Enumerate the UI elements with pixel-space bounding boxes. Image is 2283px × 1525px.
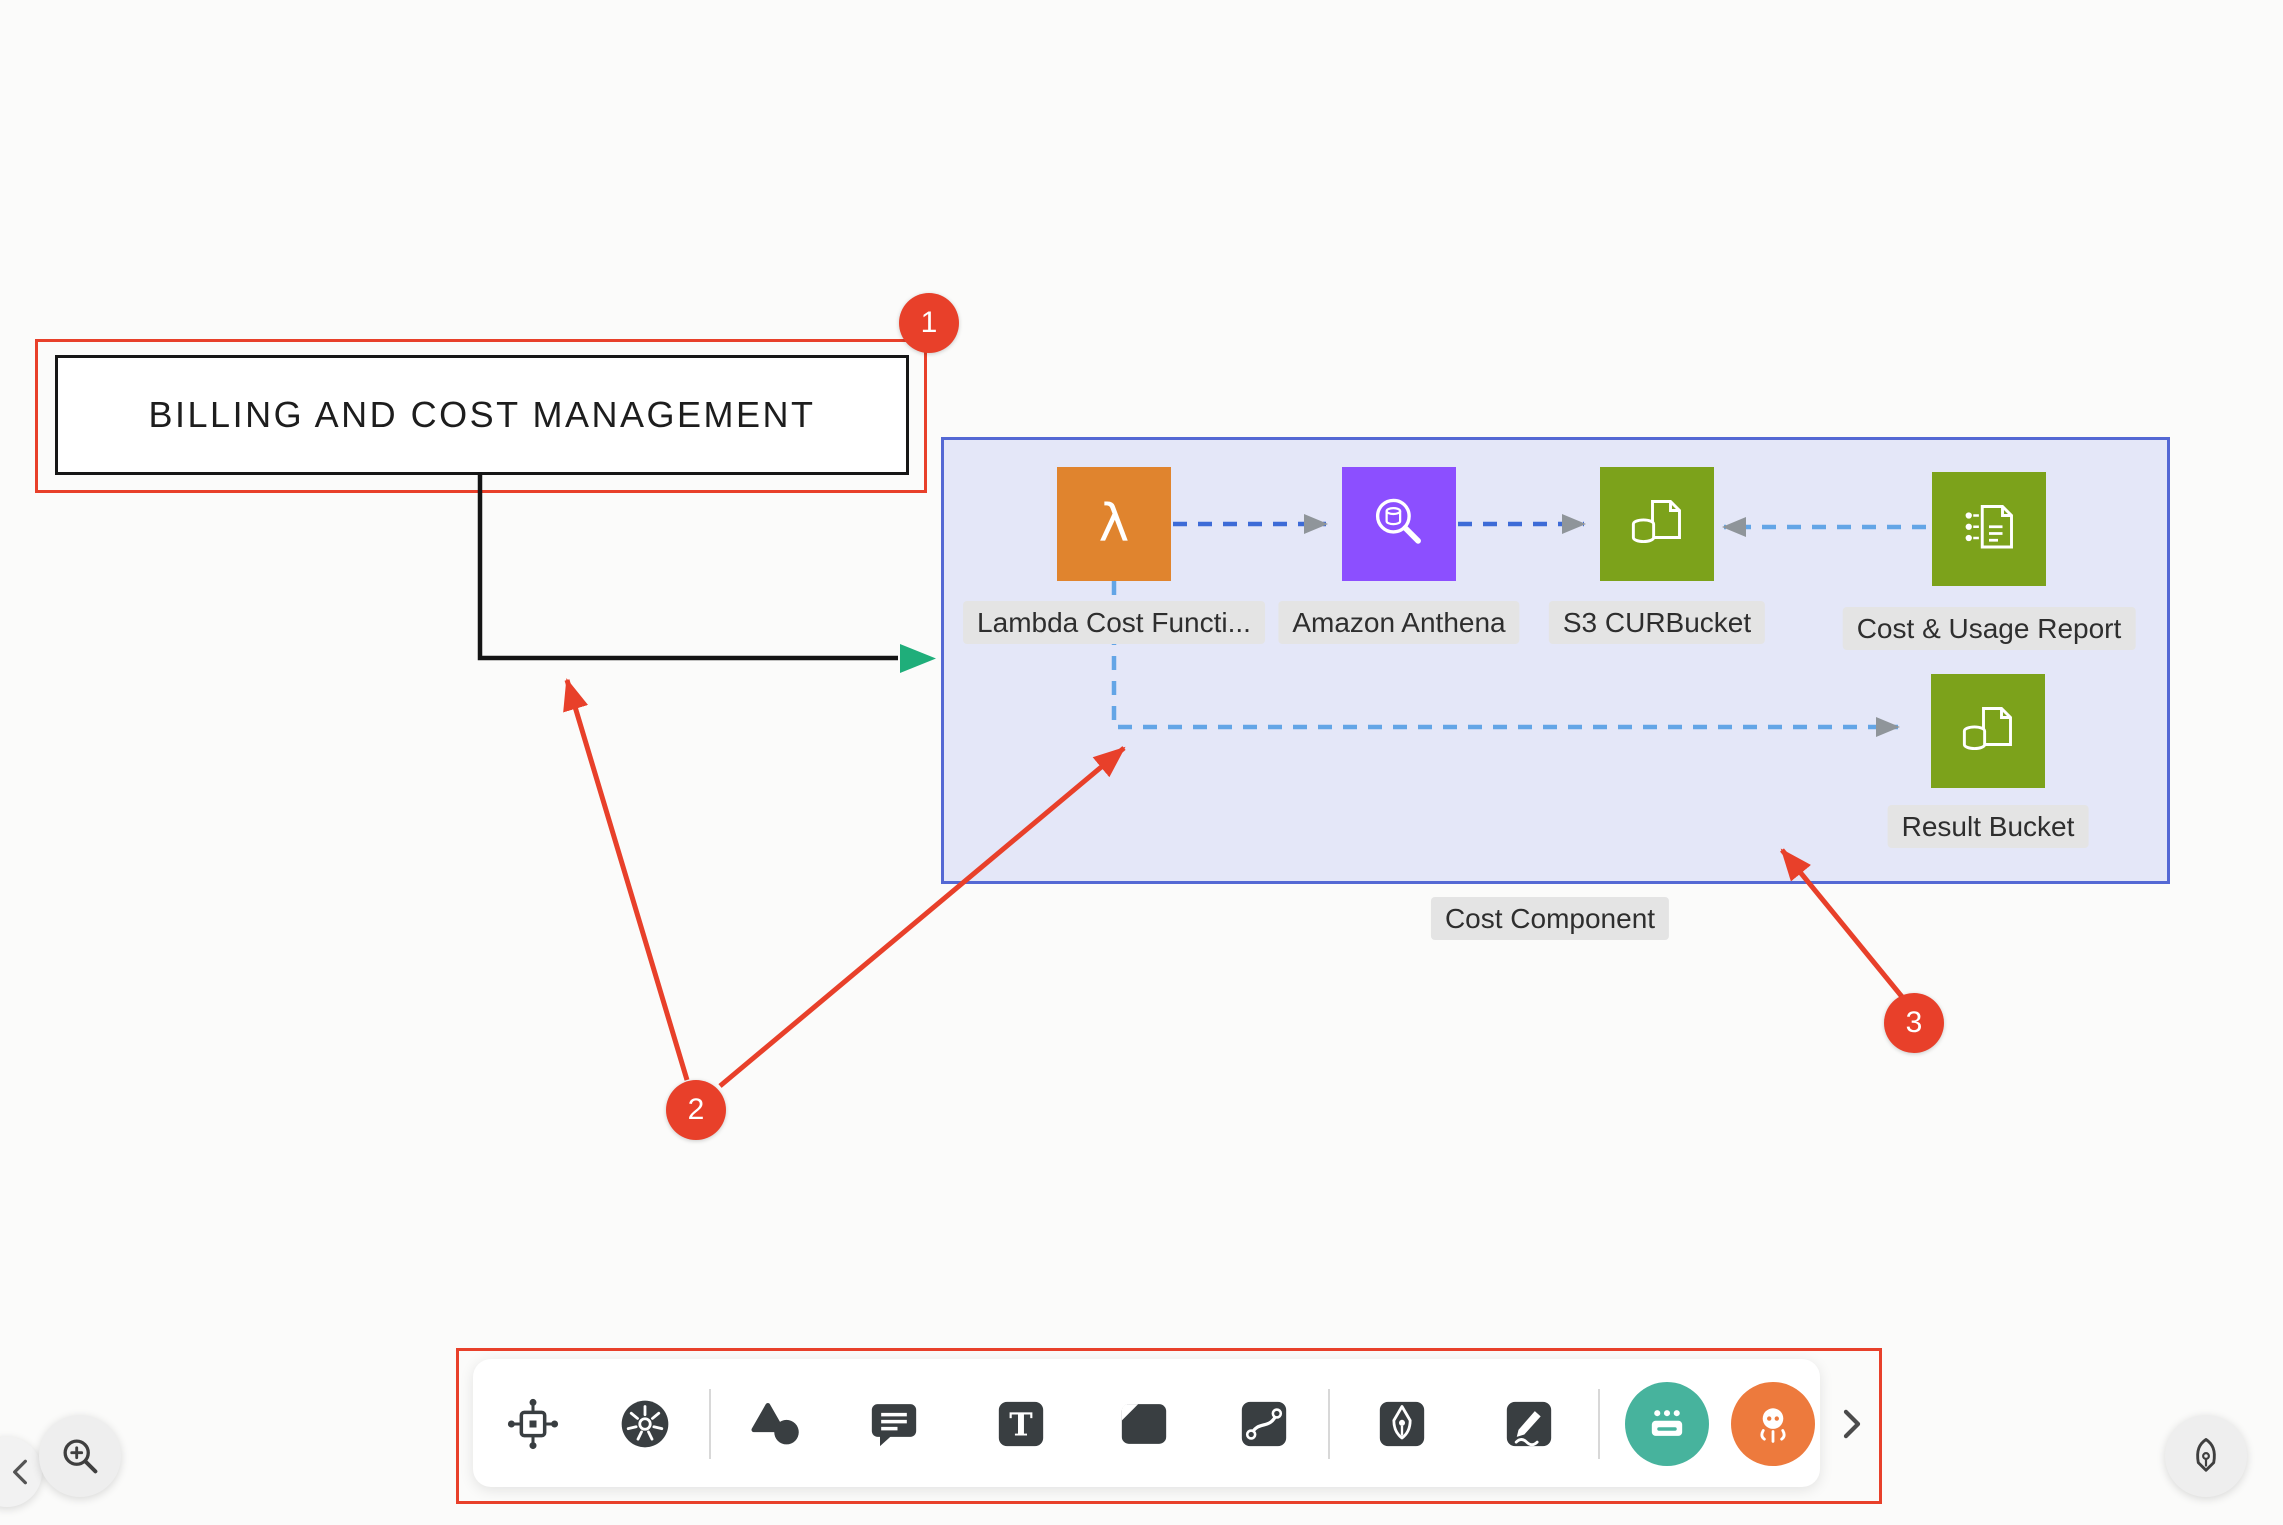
text-tool-glyph: T [998, 1401, 1044, 1447]
red-arrow-to-connector [563, 678, 690, 1081]
connector-glyph [1241, 1401, 1287, 1447]
panel-collapse-button[interactable] [0, 1437, 42, 1507]
toolbar-separator [1598, 1389, 1600, 1459]
amazon-athena-icon [1375, 498, 1421, 544]
teal-app-icon[interactable] [1625, 1382, 1709, 1466]
pencil-icon[interactable] [1497, 1392, 1561, 1456]
shapes-glyph [751, 1403, 799, 1445]
kubernetes-glyph [621, 1400, 669, 1448]
zoom-button[interactable] [39, 1415, 121, 1497]
badge-3-number: 3 [1905, 1006, 1923, 1039]
connector-icon[interactable] [1232, 1392, 1296, 1456]
zoom-in-icon [63, 1439, 98, 1474]
label-cost-component-group[interactable]: Cost Component [1430, 897, 1670, 940]
chevron-right-icon [1843, 1409, 1861, 1439]
title-to-group-connector [477, 472, 898, 661]
node-s3-curbucket[interactable] [1600, 467, 1714, 581]
toolbar-separator [709, 1389, 711, 1459]
svg-text:λ: λ [1099, 494, 1130, 554]
chevron-left-icon [13, 1459, 27, 1485]
architecture-chip-icon[interactable] [501, 1392, 565, 1456]
toolbar-more-button[interactable] [1824, 1392, 1880, 1456]
pen-glyph [1379, 1401, 1425, 1447]
orange-app-icon[interactable] [1731, 1382, 1815, 1466]
label-s3-curbucket[interactable]: S3 CURBucket [1548, 601, 1766, 644]
pen-tool-button[interactable] [2165, 1415, 2247, 1497]
green-arrowhead [900, 644, 936, 673]
comment-icon[interactable] [862, 1392, 926, 1456]
pen-icon[interactable] [1370, 1392, 1434, 1456]
architecture-chip-glyph [507, 1398, 559, 1450]
toolbar-annotation-outline [456, 1348, 1882, 1504]
label-result-bucket[interactable]: Result Bucket [1887, 805, 2089, 848]
s3-bucket-icon [1962, 707, 2012, 751]
node-lambda-cost-function[interactable]: λ [1057, 467, 1171, 581]
node-cost-usage-report[interactable] [1932, 472, 2046, 586]
node-amazon-athena[interactable] [1342, 467, 1456, 581]
annotation-badge-3: 3 [1884, 993, 1944, 1053]
teal-app-glyph [1651, 1410, 1683, 1436]
comment-glyph [871, 1404, 917, 1447]
s3-bucket-icon [1631, 500, 1681, 544]
node-result-bucket[interactable] [1931, 674, 2045, 788]
shapes-icon[interactable] [744, 1392, 808, 1456]
kubernetes-icon[interactable] [613, 1392, 677, 1456]
cost-usage-report-icon [1965, 505, 2013, 549]
toolbar-separator [1328, 1389, 1330, 1459]
text-tool-icon[interactable]: T [989, 1392, 1053, 1456]
billing-title-text: BILLING AND COST MANAGEMENT [148, 394, 816, 435]
frame-icon[interactable] [1112, 1392, 1176, 1456]
label-cost-usage-report[interactable]: Cost & Usage Report [1842, 607, 2136, 650]
badge-2-number: 2 [687, 1093, 705, 1126]
frame-glyph [1121, 1404, 1167, 1444]
label-lambda-cost-function[interactable]: Lambda Cost Functi... [963, 601, 1265, 644]
orange-app-glyph [1760, 1408, 1786, 1443]
annotation-badge-1: 1 [899, 293, 959, 353]
svg-text:T: T [1009, 1407, 1033, 1444]
pen-nib-icon [2196, 1438, 2216, 1472]
badge-1-number: 1 [920, 306, 938, 339]
aws-lambda-icon: λ [1099, 494, 1130, 554]
label-amazon-athena[interactable]: Amazon Anthena [1278, 601, 1520, 644]
annotation-badge-2: 2 [666, 1080, 726, 1140]
billing-title-shape[interactable]: BILLING AND COST MANAGEMENT [55, 355, 909, 475]
pencil-glyph [1506, 1401, 1552, 1447]
